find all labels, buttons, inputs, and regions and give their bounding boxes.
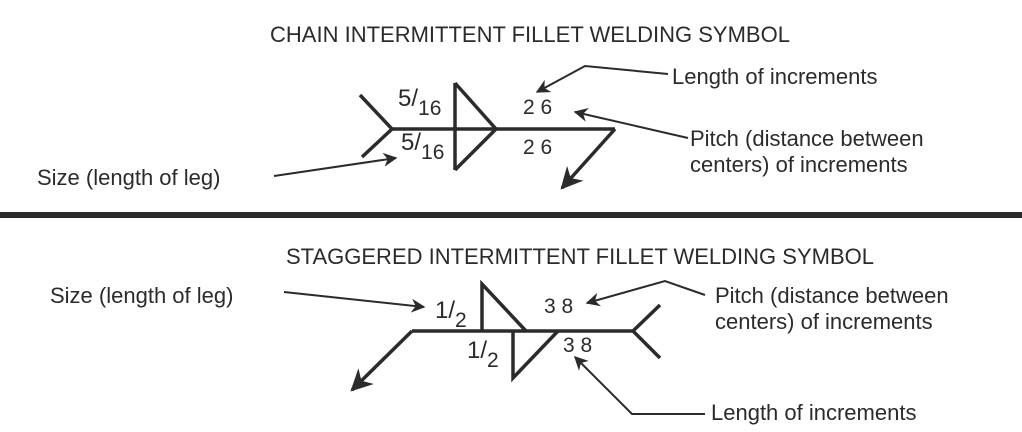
tail bbox=[630, 303, 662, 360]
pitch-leader bbox=[573, 108, 689, 139]
fillet-weld-triangles bbox=[453, 81, 499, 172]
size-leader bbox=[283, 291, 426, 313]
chain-size-top: 5/16 bbox=[398, 85, 441, 120]
arrow-line bbox=[350, 329, 414, 392]
arrow-line bbox=[560, 127, 617, 190]
pitch-leader bbox=[585, 279, 706, 307]
chain-pitch-label-2: centers) of increments bbox=[690, 152, 908, 177]
chain-size-label: Size (length of leg) bbox=[37, 165, 220, 190]
upper-fillet-weld bbox=[480, 279, 528, 333]
chain-length-pitch-top: 2 6 bbox=[523, 96, 552, 119]
size-leader bbox=[273, 152, 398, 177]
staggered-size-label: Size (length of leg) bbox=[50, 283, 233, 308]
lower-fillet-weld bbox=[511, 329, 560, 383]
staggered-section: STAGGERED INTERMITTENT FILLET WELDING SY… bbox=[50, 244, 949, 425]
chain-pitch-label-1: Pitch (distance between bbox=[690, 126, 924, 151]
staggered-size-bottom: 1/2 bbox=[467, 337, 499, 372]
section-divider bbox=[0, 212, 1022, 218]
chain-length-label: Length of increments bbox=[672, 64, 877, 89]
length-leader bbox=[535, 64, 669, 93]
chain-length-pitch-bottom: 2 6 bbox=[523, 136, 552, 159]
staggered-pitch-label-1: Pitch (distance between bbox=[715, 283, 949, 308]
staggered-weld-symbol bbox=[350, 279, 662, 392]
chain-weld-symbol bbox=[358, 81, 617, 190]
tail bbox=[358, 93, 395, 159]
staggered-pitch-label-2: centers) of increments bbox=[715, 309, 933, 334]
staggered-length-pitch-top: 3 8 bbox=[544, 295, 573, 318]
staggered-size-top: 1/2 bbox=[435, 297, 467, 332]
chain-section: CHAIN INTERMITTENT FILLET WELDING SYMBOL… bbox=[37, 22, 924, 190]
chain-title: CHAIN INTERMITTENT FILLET WELDING SYMBOL bbox=[270, 22, 790, 47]
staggered-length-label: Length of increments bbox=[711, 400, 916, 425]
staggered-title: STAGGERED INTERMITTENT FILLET WELDING SY… bbox=[286, 244, 874, 269]
staggered-length-pitch-bottom: 3 8 bbox=[563, 334, 592, 357]
length-leader bbox=[574, 356, 705, 415]
chain-size-bottom: 5/16 bbox=[401, 129, 444, 164]
